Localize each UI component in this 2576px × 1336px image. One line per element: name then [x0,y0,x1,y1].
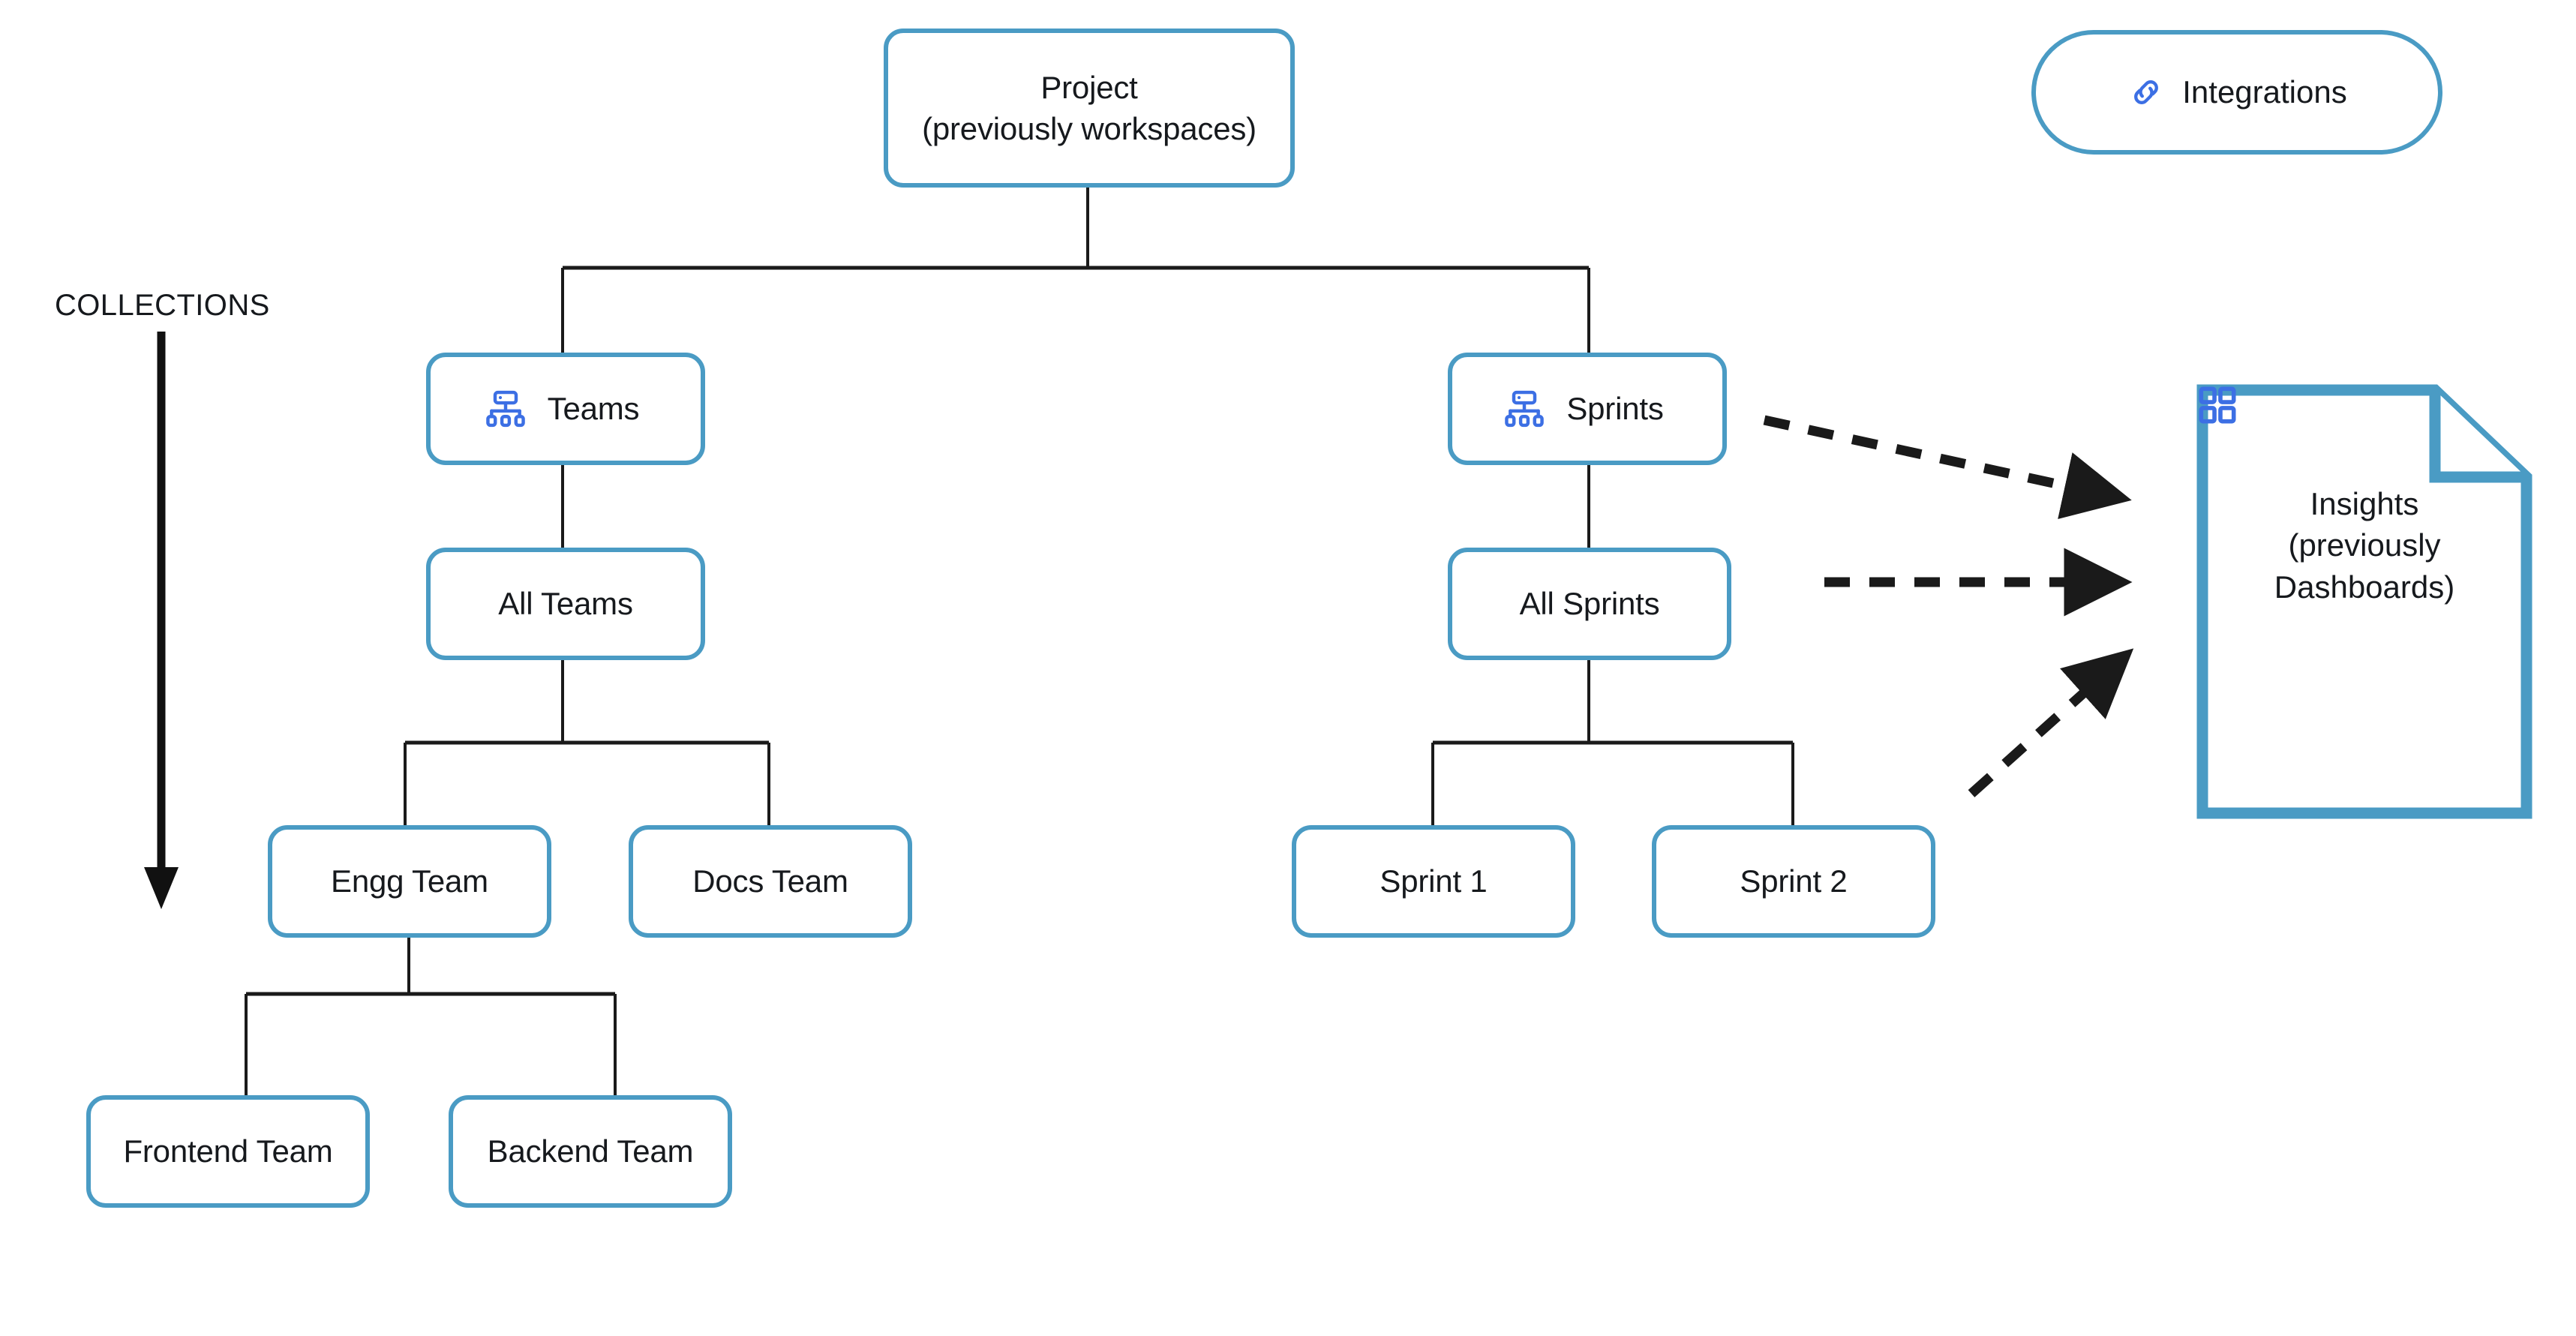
node-frontend-team[interactable]: Frontend Team [86,1095,370,1208]
insights-content: Insights (previously Dashboards) [2196,384,2532,819]
node-backend-team-label: Backend Team [487,1133,694,1169]
node-all-teams-label: All Teams [498,586,633,622]
edge-sprint2-insights-dashed [1968,648,2134,797]
hierarchy-icon [485,388,527,430]
node-backend-team[interactable]: Backend Team [449,1095,732,1208]
node-frontend-team-label: Frontend Team [123,1133,333,1169]
node-engg-team-label: Engg Team [331,863,488,899]
node-integrations[interactable]: Integrations [2031,30,2442,155]
node-sprints[interactable]: Sprints [1448,353,1727,465]
collections-arrow-icon [144,332,179,909]
link-chain-icon [2127,73,2166,112]
edge-sprints-insights-dashed [1763,415,2132,519]
node-sprints-label: Sprints [1566,391,1664,427]
node-all-sprints[interactable]: All Sprints [1448,548,1731,660]
document-page-shape [2196,384,2532,819]
node-sprint-2-label: Sprint 2 [1740,863,1848,899]
node-sprint-1[interactable]: Sprint 1 [1292,825,1575,938]
node-teams-label: Teams [547,391,640,427]
node-all-sprints-label: All Sprints [1519,586,1660,622]
node-insights[interactable]: Insights (previously Dashboards) [2196,384,2532,819]
node-all-teams[interactable]: All Teams [426,548,705,660]
node-engg-team[interactable]: Engg Team [268,825,551,938]
node-teams[interactable]: Teams [426,353,705,465]
node-sprint-1-label: Sprint 1 [1380,863,1488,899]
collections-caption: COLLECTIONS [55,289,270,322]
node-docs-team[interactable]: Docs Team [629,825,912,938]
node-docs-team-label: Docs Team [692,863,848,899]
node-insights-label: Insights (previously Dashboards) [2274,486,2455,605]
node-project-label: Project (previously workspaces) [922,69,1256,146]
node-sprint-2[interactable]: Sprint 2 [1652,825,1935,938]
node-project[interactable]: Project (previously workspaces) [884,29,1295,188]
node-integrations-label: Integrations [2182,74,2347,110]
hierarchy-icon [1503,388,1545,430]
